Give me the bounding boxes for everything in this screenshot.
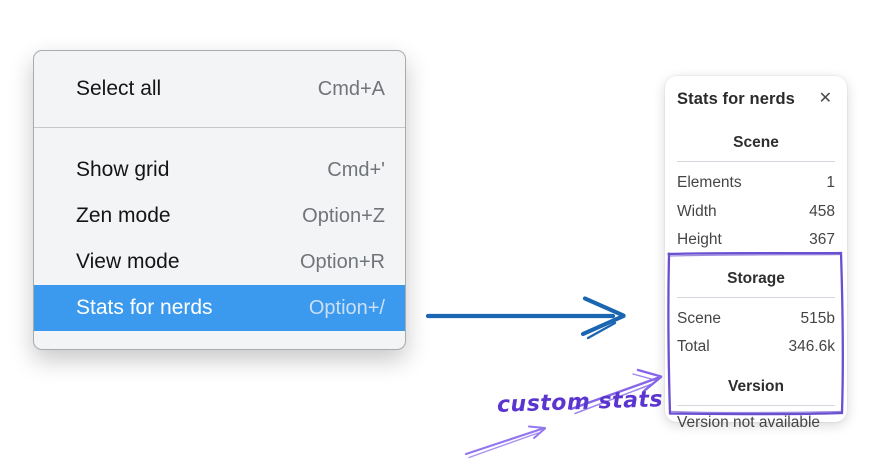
- stat-row-elements: Elements 1: [677, 169, 835, 198]
- annotation-custom-stats-label: custom stats: [496, 387, 664, 418]
- divider: [677, 404, 835, 406]
- stat-label: Height: [677, 231, 722, 248]
- context-menu: Select all Cmd+A Show grid Cmd+' Zen mod…: [33, 50, 406, 350]
- blue-arrow: [425, 296, 626, 340]
- menu-item-select-all[interactable]: Select all Cmd+A: [34, 66, 405, 112]
- version-note: Version not available: [677, 413, 821, 431]
- annotation-arrow-to-label: [464, 425, 546, 459]
- menu-item-label: Stats for nerds: [76, 296, 213, 319]
- stat-row-height: Height 367: [677, 226, 835, 255]
- stat-value: 515b: [800, 309, 835, 327]
- menu-item-label: View mode: [76, 250, 180, 273]
- menu-item-zen-mode[interactable]: Zen mode Option+Z: [34, 193, 405, 239]
- stat-row-width: Width 458: [677, 198, 835, 227]
- stat-value: 458: [809, 202, 835, 220]
- stats-panel: Stats for nerds ✕ Scene Elements 1 Width…: [665, 76, 847, 431]
- storage-section-heading: Storage: [727, 269, 785, 287]
- stat-label: Width: [677, 202, 717, 220]
- stat-value: 346.6k: [788, 338, 835, 355]
- menu-item-view-mode[interactable]: View mode Option+R: [34, 239, 405, 285]
- menu-item-label: Show grid: [76, 158, 170, 181]
- stat-value: 367: [809, 231, 835, 248]
- divider: [677, 161, 835, 162]
- menu-item-label: Zen mode: [76, 204, 171, 227]
- annotation-arrow-to-box: [569, 368, 663, 415]
- stat-label: Total: [677, 338, 710, 355]
- menu-item-stats-for-nerds[interactable]: Stats for nerds Option+/: [34, 285, 405, 331]
- version-section-heading: Version: [728, 377, 784, 395]
- stat-label: Scene: [677, 309, 721, 327]
- menu-item-label: Select all: [76, 77, 162, 100]
- menu-item-shortcut: Option+R: [299, 250, 385, 273]
- stats-panel-header: Stats for nerds ✕: [677, 89, 835, 109]
- menu-item-shortcut: Option+Z: [302, 204, 385, 227]
- stat-row-scene-size: Scene 515b: [677, 305, 835, 334]
- stat-row-total-size: Total 346.6k: [677, 333, 835, 362]
- divider: [677, 296, 835, 298]
- menu-item-shortcut: Option+/: [308, 296, 385, 319]
- menu-item-shortcut: Cmd+A: [317, 77, 385, 100]
- menu-item-show-grid[interactable]: Show grid Cmd+': [34, 147, 405, 193]
- stats-panel-title: Stats for nerds: [677, 89, 795, 108]
- close-icon[interactable]: ✕: [816, 89, 835, 109]
- menu-divider: [34, 127, 405, 128]
- stat-value: 1: [826, 174, 835, 191]
- menu-item-shortcut: Cmd+': [327, 158, 385, 181]
- scene-section-heading: Scene: [733, 134, 779, 151]
- stat-label: Elements: [677, 174, 742, 191]
